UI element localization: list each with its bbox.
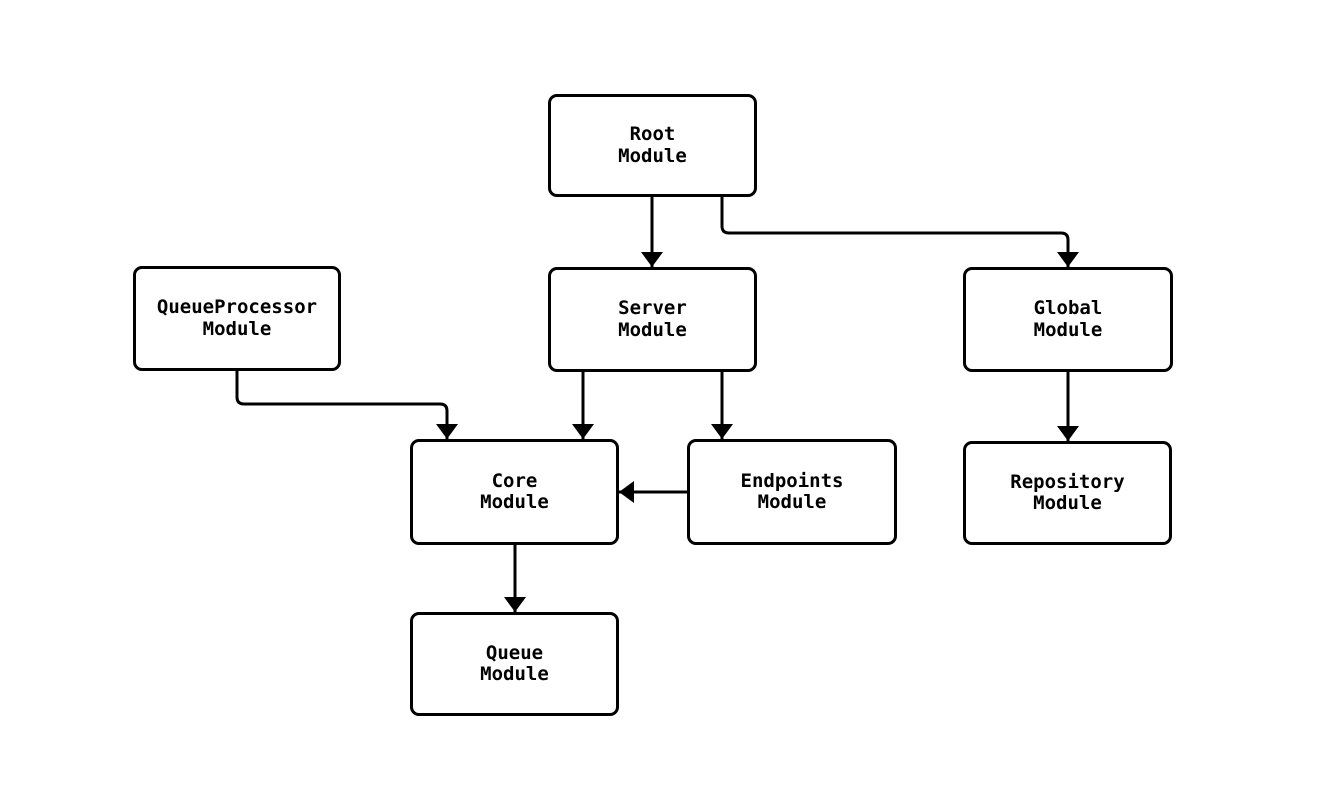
arrow-head-server-to-endpoints (711, 424, 733, 439)
arrow-head-root-to-global (1057, 252, 1079, 267)
edge-root-to-global (720, 197, 1070, 267)
arrow-head-core-to-queue (504, 597, 526, 612)
edge-queueprocessor-to-core (235, 371, 449, 439)
arrow-head-endpoints-to-core (619, 481, 634, 503)
node-label-line: Module (618, 144, 687, 167)
node-label-line: Module (618, 318, 687, 341)
arrow-head-root-to-server (641, 252, 663, 267)
node-label-line: Module (202, 317, 272, 340)
node-label-line: Global (1033, 297, 1103, 319)
node-label-line: Repository (1010, 470, 1125, 493)
node-label-line: Module (1033, 492, 1102, 514)
node-label-line: Root (629, 123, 676, 145)
node-label-line: QueueProcessor (156, 296, 318, 318)
node-label-line: Server (618, 297, 687, 319)
node-label-line: Module (480, 491, 549, 513)
node-label-line: Queue (485, 641, 544, 664)
node-label-line: Core (491, 469, 538, 492)
node-label-line: Endpoints (740, 469, 844, 492)
node-label-line: Module (480, 663, 549, 685)
node-label-line: Module (1033, 318, 1103, 341)
arrow-head-queueprocessor-to-core (436, 424, 458, 439)
arrow-head-global-to-repository (1057, 426, 1079, 441)
arrow-head-server-to-core (572, 424, 594, 439)
node-label-line: Module (757, 491, 827, 513)
